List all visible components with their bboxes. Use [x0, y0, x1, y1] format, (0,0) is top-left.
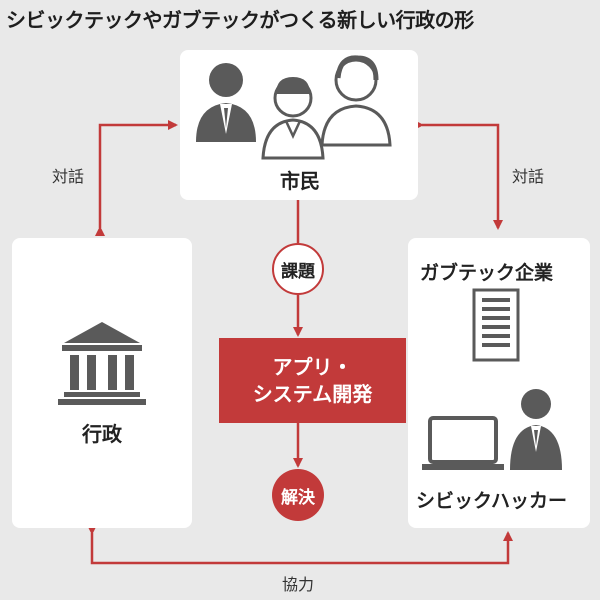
government-building-icon	[58, 322, 146, 405]
cooperation-label: 協力	[282, 575, 315, 594]
development-label-line1: アプリ・	[272, 354, 353, 379]
cooperation-arrow	[87, 525, 513, 565]
government-label: 行政	[82, 422, 122, 446]
development-box: アプリ・ システム開発	[219, 338, 406, 423]
citizens-label: 市民	[280, 169, 320, 193]
government-box: 行政	[12, 238, 192, 528]
issue-node: 課題	[272, 243, 324, 295]
development-label-line2: システム開発	[252, 381, 373, 406]
civic-hackers-label: シビックハッカー	[416, 490, 568, 512]
diagram-title: シビックテックやガブテックがつくる新しい行政の形	[6, 8, 474, 32]
laptop-hacker-icon	[422, 389, 562, 470]
office-building-icon	[472, 288, 520, 362]
citizens-box: 市民	[180, 50, 418, 200]
govtech-companies-label: ガブテック企業	[420, 262, 554, 284]
govtech-box: ガブテック企業 シビックハッカー	[408, 238, 590, 528]
left-dialogue-arrow	[95, 120, 178, 236]
left-dialogue-label: 対話	[52, 167, 85, 186]
right-dialogue-label: 対話	[512, 167, 545, 186]
solution-node: 解決	[272, 469, 324, 521]
right-dialogue-arrow	[414, 120, 503, 230]
citizens-people-icon	[196, 55, 392, 160]
